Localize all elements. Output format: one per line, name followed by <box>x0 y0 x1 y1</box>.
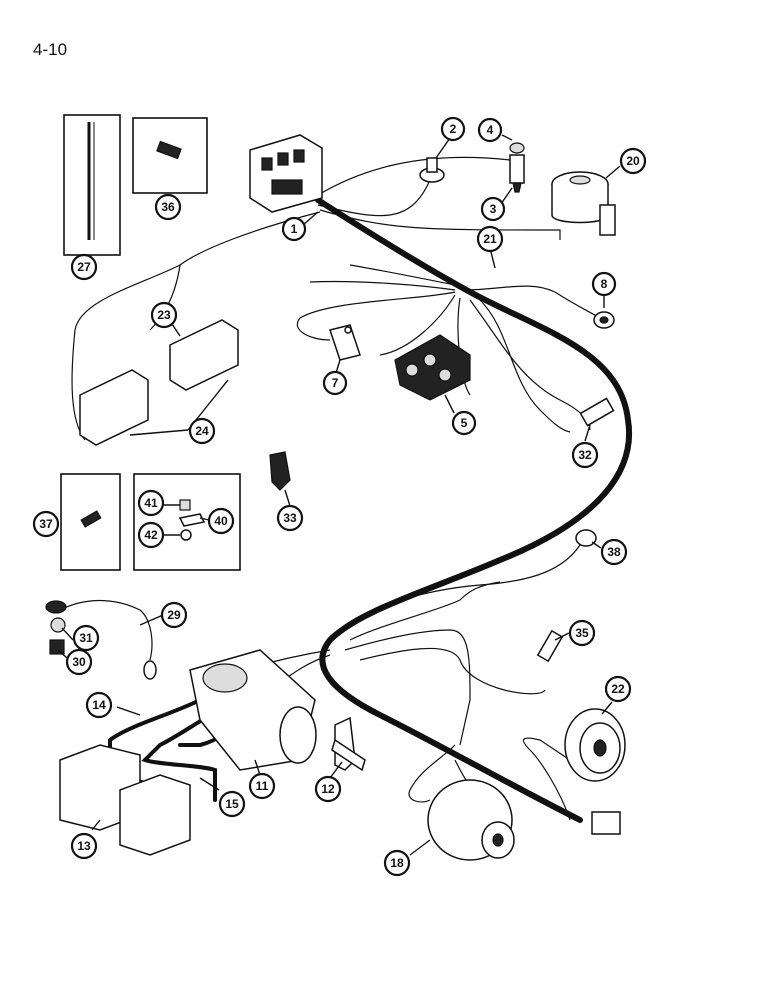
callout-30: 30 <box>65 648 93 676</box>
svg-text:12: 12 <box>321 782 335 796</box>
speed-sensor <box>593 311 615 329</box>
solenoid <box>551 171 616 236</box>
callout-20: 20 <box>619 147 647 175</box>
svg-text:15: 15 <box>225 797 239 811</box>
svg-text:4: 4 <box>487 123 494 137</box>
strap-inset <box>60 473 121 571</box>
callout-31: 31 <box>72 624 100 652</box>
svg-text:21: 21 <box>483 232 497 246</box>
page-number: 4-10 <box>33 40 68 59</box>
callout-36: 36 <box>154 193 182 221</box>
callout-42: 42 <box>137 521 165 549</box>
svg-text:36: 36 <box>161 200 175 214</box>
svg-text:1: 1 <box>291 222 298 236</box>
cable-tie-inset <box>63 114 121 256</box>
svg-text:14: 14 <box>92 698 106 712</box>
callout-15: 15 <box>218 790 246 818</box>
svg-text:2: 2 <box>450 122 457 136</box>
clip-inset <box>132 117 208 194</box>
distributor <box>394 334 471 401</box>
svg-text:33: 33 <box>283 511 297 525</box>
crank-pulley <box>564 708 626 782</box>
alternator <box>427 779 515 861</box>
svg-text:13: 13 <box>77 839 91 853</box>
svg-text:37: 37 <box>39 517 53 531</box>
svg-text:18: 18 <box>390 856 404 870</box>
callout-33: 33 <box>276 504 304 532</box>
sensor-38 <box>575 529 597 547</box>
ground-strap <box>143 660 157 680</box>
hardware-inset <box>133 473 241 571</box>
terminal-parts <box>45 600 67 655</box>
svg-text:42: 42 <box>144 528 158 542</box>
ground-bracket <box>329 324 361 361</box>
main-harness <box>315 197 633 823</box>
callout-8: 8 <box>591 271 617 297</box>
svg-text:3: 3 <box>490 202 497 216</box>
callout-32: 32 <box>571 441 599 469</box>
callout-41: 41 <box>137 489 165 517</box>
svg-text:11: 11 <box>256 779 269 793</box>
callout-4: 4 <box>477 117 503 143</box>
callout-1: 1 <box>281 216 307 242</box>
callout-37: 37 <box>32 510 60 538</box>
svg-text:27: 27 <box>77 260 91 274</box>
svg-text:31: 31 <box>79 631 93 645</box>
callout-5: 5 <box>451 410 477 436</box>
wiring <box>59 156 601 821</box>
callout-22: 22 <box>604 675 632 703</box>
harness-connector-block <box>249 134 323 213</box>
svg-text:38: 38 <box>607 545 621 559</box>
svg-text:5: 5 <box>461 416 468 430</box>
callout-23: 23 <box>150 301 178 329</box>
svg-text:8: 8 <box>601 277 608 291</box>
callout-35: 35 <box>568 619 596 647</box>
callout-11: 11 <box>248 772 276 800</box>
callout-7: 7 <box>322 370 348 396</box>
starter-motor <box>189 649 317 771</box>
callout-2: 2 <box>440 116 466 142</box>
callout-18: 18 <box>383 849 411 877</box>
svg-text:20: 20 <box>626 154 640 168</box>
callout-27: 27 <box>70 253 98 281</box>
callout-24: 24 <box>188 417 216 445</box>
svg-text:41: 41 <box>144 496 158 510</box>
pressure-switch <box>419 157 445 183</box>
callout-12: 12 <box>314 775 342 803</box>
harness-end-connector <box>591 811 621 835</box>
callout-40: 40 <box>207 507 235 535</box>
callout-13: 13 <box>70 832 98 860</box>
leader-lines <box>57 134 621 856</box>
svg-text:22: 22 <box>611 682 625 696</box>
callout-29: 29 <box>160 601 188 629</box>
svg-text:29: 29 <box>167 608 181 622</box>
svg-text:40: 40 <box>214 514 228 528</box>
callout-14: 14 <box>85 691 113 719</box>
callout-38: 38 <box>600 538 628 566</box>
svg-text:30: 30 <box>72 655 86 669</box>
temperature-sender <box>509 142 525 193</box>
svg-text:7: 7 <box>332 376 339 390</box>
callout-3: 3 <box>480 196 506 222</box>
sender-35 <box>536 629 564 663</box>
sender-32 <box>579 397 615 427</box>
svg-text:24: 24 <box>195 424 209 438</box>
svg-text:35: 35 <box>575 626 589 640</box>
svg-text:23: 23 <box>157 308 171 322</box>
relay-units <box>79 319 239 446</box>
callout-21: 21 <box>476 225 504 253</box>
terminal-boot <box>331 716 366 772</box>
batteries <box>59 744 191 856</box>
boot-33 <box>269 451 291 491</box>
svg-text:32: 32 <box>578 448 592 462</box>
